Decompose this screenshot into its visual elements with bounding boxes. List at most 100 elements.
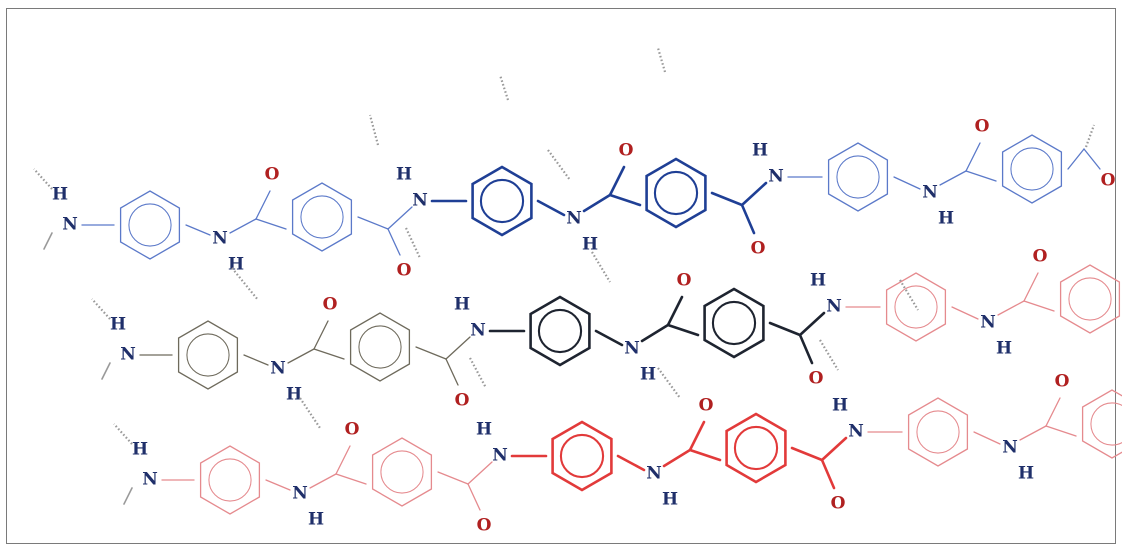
bond bbox=[287, 348, 315, 364]
bond bbox=[965, 170, 997, 182]
bond bbox=[893, 176, 921, 190]
chain4-o-3: O bbox=[699, 396, 714, 416]
chain1-n-5: N bbox=[922, 183, 938, 203]
bond bbox=[608, 165, 626, 197]
bond bbox=[740, 203, 756, 235]
chain1-ring-3-inner bbox=[479, 178, 525, 224]
chain1-ring-3 bbox=[471, 165, 533, 237]
chain1-o-2: O bbox=[397, 261, 412, 281]
bond bbox=[820, 436, 848, 462]
bond bbox=[1023, 300, 1055, 312]
bond bbox=[740, 181, 768, 207]
chain1-h-4: H bbox=[752, 141, 768, 161]
chain1-ring-6-inner bbox=[1010, 147, 1054, 191]
chain1-ring-6 bbox=[1001, 134, 1063, 204]
bond bbox=[688, 448, 722, 462]
chain1-h-5: H bbox=[938, 209, 954, 229]
interchain-hydrogen-bond bbox=[819, 339, 839, 371]
chain1-hbond-end bbox=[1084, 124, 1096, 148]
bond bbox=[265, 479, 291, 491]
chain4-h-1: H bbox=[308, 510, 324, 530]
chain-end bbox=[123, 487, 133, 505]
chain3-o-3: O bbox=[677, 271, 692, 291]
chain3-ring-1-inner bbox=[186, 333, 230, 377]
chain1-ring-5 bbox=[827, 142, 889, 212]
bond bbox=[594, 329, 624, 347]
bond bbox=[255, 218, 287, 230]
chain4-n-4: N bbox=[848, 422, 864, 442]
chain4-o-2: O bbox=[477, 516, 492, 536]
chain4-ring-2 bbox=[371, 437, 433, 507]
bond bbox=[335, 473, 367, 485]
chain1-n-3: N bbox=[566, 209, 582, 229]
interchain-hydrogen-bond bbox=[469, 357, 487, 389]
bond bbox=[243, 354, 269, 366]
chain4-ring-2-inner bbox=[380, 450, 424, 494]
chain3-ring-6 bbox=[1059, 264, 1121, 334]
chain3-ring-3-inner bbox=[537, 308, 583, 354]
chain4-h-3: H bbox=[662, 490, 678, 510]
chain4-ring-6-inner bbox=[1090, 402, 1122, 446]
bond bbox=[1083, 148, 1101, 170]
chain3-ring-3 bbox=[529, 295, 591, 367]
chain4-ring-4-inner bbox=[733, 425, 779, 471]
chain3-n-5: N bbox=[980, 313, 996, 333]
bond bbox=[951, 306, 979, 320]
interchain-hydrogen-bond bbox=[299, 397, 321, 429]
interchain-hydrogen-bond bbox=[231, 267, 259, 301]
chain3-n-start: N bbox=[120, 345, 136, 365]
chain1-n-1: N bbox=[212, 229, 228, 249]
chain3-n-3: N bbox=[624, 339, 640, 359]
bond bbox=[710, 191, 744, 207]
chain3-h-5: H bbox=[996, 339, 1012, 359]
chain1-ring-4-inner bbox=[653, 170, 699, 216]
interchain-hydrogen-bond bbox=[657, 367, 681, 399]
chain3-h-1: H bbox=[286, 385, 302, 405]
bond bbox=[335, 445, 351, 475]
chain1-ring-2-inner bbox=[300, 195, 344, 239]
chain3-n-2: N bbox=[470, 321, 486, 341]
bond bbox=[467, 483, 481, 511]
interchain-hydrogen-bond bbox=[498, 74, 510, 101]
chain3-ring-4-inner bbox=[711, 300, 757, 346]
chain3-h-2: H bbox=[454, 295, 470, 315]
bond bbox=[445, 358, 459, 386]
chain4-o-5: O bbox=[1055, 372, 1070, 392]
bond bbox=[387, 206, 413, 230]
bond bbox=[820, 458, 836, 490]
chain3-o-4: O bbox=[809, 369, 824, 389]
chain1-ring-4 bbox=[645, 157, 707, 229]
chain1-ring-1-inner bbox=[128, 203, 172, 247]
bond bbox=[965, 142, 981, 172]
chain3-o-5: O bbox=[1033, 247, 1048, 267]
chain1-hbond-start bbox=[33, 168, 53, 190]
bond bbox=[666, 323, 700, 337]
bond bbox=[536, 199, 566, 217]
chain3-o-1: O bbox=[323, 295, 338, 315]
chain1-o-5: O bbox=[975, 117, 990, 137]
chain1-n-start: N bbox=[62, 215, 78, 235]
chain3-o-2: O bbox=[455, 391, 470, 411]
bond bbox=[313, 320, 329, 350]
bond bbox=[1045, 425, 1077, 437]
chain4-ring-3-inner bbox=[559, 433, 605, 479]
chain4-hbond-start bbox=[113, 423, 133, 445]
chain1-n-2: N bbox=[412, 191, 428, 211]
bond bbox=[445, 336, 471, 360]
bond bbox=[973, 431, 1001, 445]
bond bbox=[229, 218, 257, 234]
bond bbox=[939, 170, 967, 186]
interchain-hydrogen-bond bbox=[547, 149, 571, 181]
bond bbox=[1023, 272, 1039, 302]
interchain-hydrogen-bond bbox=[591, 251, 611, 283]
bond bbox=[666, 295, 684, 327]
chain3-ring-1 bbox=[177, 320, 239, 390]
bond bbox=[1045, 397, 1061, 427]
chain1-h-3: H bbox=[582, 235, 598, 255]
bond bbox=[1067, 148, 1085, 170]
bond bbox=[255, 190, 271, 220]
chain4-n-3: N bbox=[646, 464, 662, 484]
chain3-ring-5-inner bbox=[894, 285, 938, 329]
bond bbox=[357, 216, 389, 230]
